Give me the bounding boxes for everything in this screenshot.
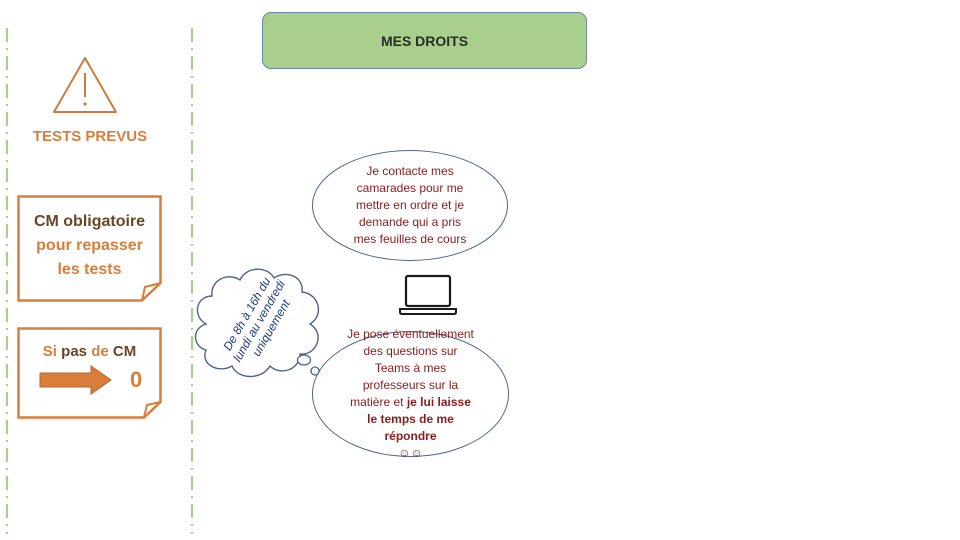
- de-word: de: [91, 343, 109, 360]
- page-title: MES DROITS: [380, 32, 469, 49]
- cm-obligatoire-note: CM obligatoire pour repasser les tests: [17, 195, 162, 302]
- si-pas-de-cm-text: Si pas de CM: [17, 343, 162, 360]
- smiley-icons: ☺☺: [398, 446, 423, 460]
- cm-line-2: pour repasser: [36, 237, 143, 254]
- cm-line-3: les tests: [57, 261, 122, 278]
- thought-cloud-tail: [296, 353, 322, 379]
- tests-prevus-title: TESTS PREVUS: [32, 128, 148, 145]
- laptop-icon: [398, 274, 458, 316]
- dotted-divider-left: [5, 28, 9, 534]
- bubble-bottom-plain: Je pose éventuellement des questions sur…: [347, 327, 474, 409]
- cm-word: CM: [112, 343, 137, 360]
- bubble-top-text: Je contacte mes camarades pour me mettre…: [353, 164, 467, 246]
- bubble-contact-classmates: Je contacte mes camarades pour me mettre…: [312, 150, 508, 261]
- si-pas-de-cm-note: Si pas de CM 0: [17, 327, 162, 419]
- thought-cloud: [188, 262, 328, 382]
- bubble-ask-teachers: Je pose éventuellement des questions sur…: [312, 327, 509, 460]
- pas-word: pas: [61, 343, 88, 360]
- warning-triangle-icon: [51, 55, 119, 115]
- dotted-divider-right: [190, 28, 194, 534]
- si-word: Si: [42, 343, 57, 360]
- bubble-bottom-bold: je lui laisse le temps de me répondre: [367, 395, 471, 443]
- zero-score: 0: [130, 367, 143, 392]
- header-banner: MES DROITS: [262, 12, 587, 69]
- cm-line-1: CM obligatoire: [33, 213, 146, 230]
- cm-obligatoire-text: CM obligatoire pour repasser les tests: [17, 210, 162, 282]
- bubble-bottom-text: Je pose éventuellement des questions sur…: [345, 326, 476, 462]
